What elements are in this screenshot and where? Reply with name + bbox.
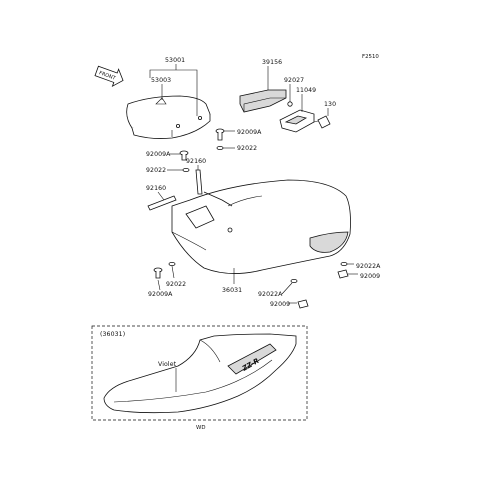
screw-92009-right bbox=[337, 269, 349, 279]
callout-92022a-low: 92022A bbox=[258, 291, 283, 298]
callout-92009a-left: 92009A bbox=[146, 151, 171, 158]
tail-cover-part bbox=[239, 89, 287, 113]
washer-92022-top bbox=[216, 145, 224, 150]
callout-11049: 11049 bbox=[296, 87, 316, 94]
bracket-part bbox=[279, 101, 315, 133]
callout-39156: 39156 bbox=[262, 59, 282, 66]
screw-92009a-top bbox=[215, 128, 225, 141]
figure-code: F2510 bbox=[362, 54, 379, 60]
callout-92009a-top: 92009A bbox=[237, 129, 262, 136]
inset-caption: WD bbox=[196, 425, 205, 431]
screw-92009a-left bbox=[179, 150, 189, 161]
callout-92160-b: 92160 bbox=[146, 185, 166, 192]
callout-92009a-bottom: 92009A bbox=[148, 291, 173, 298]
callout-92022-left: 92022 bbox=[146, 167, 166, 174]
callout-92022-bottom: 92022 bbox=[166, 281, 186, 288]
front-arrow-icon: FRONT bbox=[94, 65, 124, 88]
seat-cowl-part bbox=[171, 179, 351, 274]
washer-92022a-low bbox=[290, 278, 298, 283]
washer-92022a-right bbox=[340, 261, 348, 266]
screw-92009-low bbox=[297, 299, 309, 309]
callout-92009-low: 92009 bbox=[270, 301, 290, 308]
callout-92009-right: 92009 bbox=[360, 273, 380, 280]
callout-92022a-right: 92022A bbox=[356, 263, 381, 270]
inset-box: (36031) ZZ-R Violet bbox=[91, 325, 308, 421]
front-mark: FRONT bbox=[98, 70, 117, 82]
seat-part bbox=[126, 95, 211, 139]
washer-92022-left bbox=[182, 167, 190, 172]
callout-130: 130 bbox=[324, 101, 336, 108]
pin-92160-a bbox=[195, 169, 203, 195]
callout-92027: 92027 bbox=[284, 77, 304, 84]
screw-92009a-bottom bbox=[153, 267, 163, 279]
inset-reference: (36031) bbox=[100, 331, 125, 338]
inset-cowl-part bbox=[103, 333, 297, 414]
inset-color-label: Violet bbox=[158, 361, 177, 368]
callout-53003: 53003 bbox=[151, 77, 171, 84]
callout-92160-a: 92160 bbox=[186, 158, 206, 165]
callout-53001: 53001 bbox=[165, 57, 185, 64]
washer-92022-bottom bbox=[168, 261, 176, 266]
callout-36031: 36031 bbox=[222, 287, 242, 294]
pin-92160-b bbox=[147, 195, 177, 211]
callout-92022-top: 92022 bbox=[237, 145, 257, 152]
bolt-130-part bbox=[313, 115, 331, 129]
